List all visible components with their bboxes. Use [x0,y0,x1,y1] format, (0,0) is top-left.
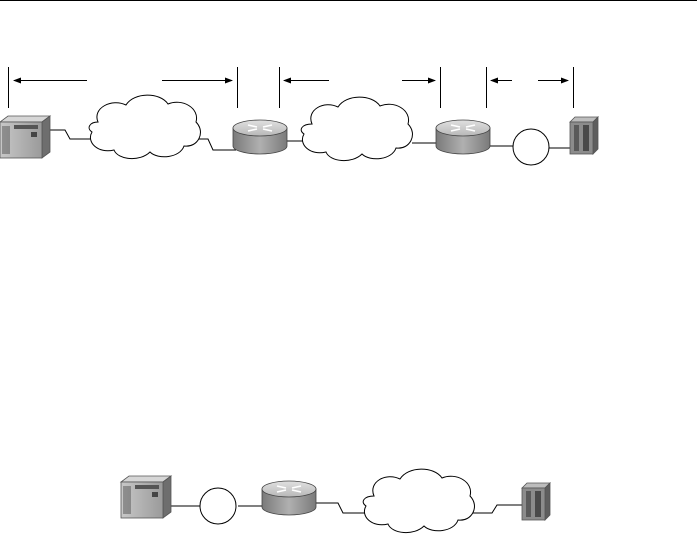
segment-markers [8,67,574,108]
top-links [48,129,570,151]
router-icon [261,480,317,516]
router-icon [435,119,491,155]
cloud-icon [362,468,475,533]
switch-icon [569,116,599,155]
bottom-row [120,468,551,533]
segment-arrows [13,77,569,84]
router-icon [232,119,288,155]
switch-icon [521,482,551,521]
bottom-links [170,502,522,514]
mainframe-icon [0,115,51,159]
circle-node-icon [199,487,237,525]
top-row [0,67,599,166]
mainframe-icon [120,475,172,519]
cloud-icon [300,96,413,161]
cloud-icon [88,94,201,159]
circle-node-icon [512,128,550,166]
